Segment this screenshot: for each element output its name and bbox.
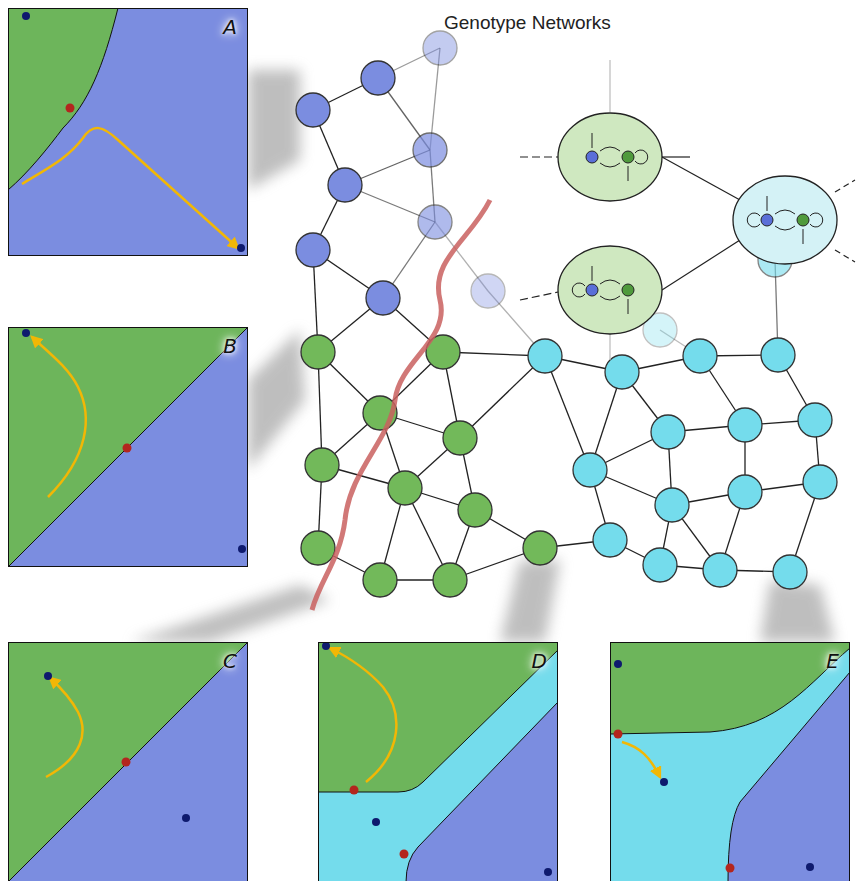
genotype-circle (301, 335, 335, 369)
cell (558, 113, 662, 201)
genotype-circle (361, 61, 395, 95)
panel-letter: E (826, 649, 839, 673)
gene-a (586, 151, 598, 163)
gene-b (622, 151, 634, 163)
repression (600, 296, 620, 300)
panel-letter: A (223, 15, 237, 39)
genotype-circle (301, 531, 335, 565)
cell (733, 176, 837, 264)
genotype-circle (523, 531, 557, 565)
phase-portrait (8, 8, 248, 256)
genotype-circle (728, 475, 762, 509)
panel-letter: D (532, 649, 547, 673)
input (628, 166, 629, 181)
genotype-circle (443, 421, 477, 455)
network-edge (460, 356, 545, 438)
panel-letter: C (223, 649, 237, 673)
genotype-circle (728, 408, 762, 442)
gene-b (797, 214, 809, 226)
genotype-circle (798, 403, 832, 437)
cell (558, 246, 662, 334)
input (767, 196, 768, 211)
self-loop (635, 150, 648, 164)
phase-portrait (610, 642, 850, 881)
genotype-circle (366, 281, 400, 315)
circuit-cells (520, 60, 855, 360)
genotype-circle (605, 355, 639, 389)
gene-a (761, 214, 773, 226)
repression (600, 280, 620, 284)
genotype-circle (651, 415, 685, 449)
phase-portrait (318, 642, 558, 881)
phase-panel: B (8, 327, 248, 567)
genotype-circle (528, 339, 562, 373)
self-loop (810, 213, 823, 227)
phase-portrait (8, 327, 248, 567)
genotype-circle (363, 563, 397, 597)
self-loop (572, 283, 585, 297)
genotype-circle (573, 453, 607, 487)
genotype-network (296, 31, 837, 597)
phase-panel: A (8, 8, 248, 256)
genotype-circle (761, 338, 795, 372)
genotype-circle (803, 465, 837, 499)
phase-panel: E (610, 642, 850, 881)
genotype-circle (413, 133, 447, 167)
genotype-circle (703, 553, 737, 587)
title: Genotype Networks (444, 12, 611, 34)
genotype-circle (418, 205, 452, 239)
network-edge (545, 356, 590, 470)
genotype-circle (683, 339, 717, 373)
phase-portrait (8, 642, 248, 881)
repression (775, 210, 795, 214)
red-boundary (312, 200, 490, 610)
genotype-circle (458, 493, 492, 527)
genotype-circle (296, 93, 330, 127)
genotype-circle (305, 448, 339, 482)
genotype-circle (471, 274, 505, 308)
genotype-circle (655, 488, 689, 522)
genotype-circle (643, 548, 677, 582)
self-loop (747, 213, 760, 227)
repression (600, 147, 620, 151)
genotype-circle (773, 555, 807, 589)
input (592, 266, 593, 281)
genotype-circle (296, 233, 330, 267)
genotype-circle (388, 471, 422, 505)
input (803, 229, 804, 244)
genotype-circle (593, 523, 627, 557)
panel-letter: B (223, 334, 237, 358)
input (628, 299, 629, 314)
genotype-circle (423, 31, 457, 65)
input (592, 133, 593, 148)
gene-a (586, 284, 598, 296)
genotype-circle (433, 563, 467, 597)
genotype-circle (328, 168, 362, 202)
gene-b (622, 284, 634, 296)
phase-panel: D (318, 642, 558, 881)
repression (600, 163, 620, 167)
repression (775, 226, 795, 230)
phase-panel: C (8, 642, 248, 881)
